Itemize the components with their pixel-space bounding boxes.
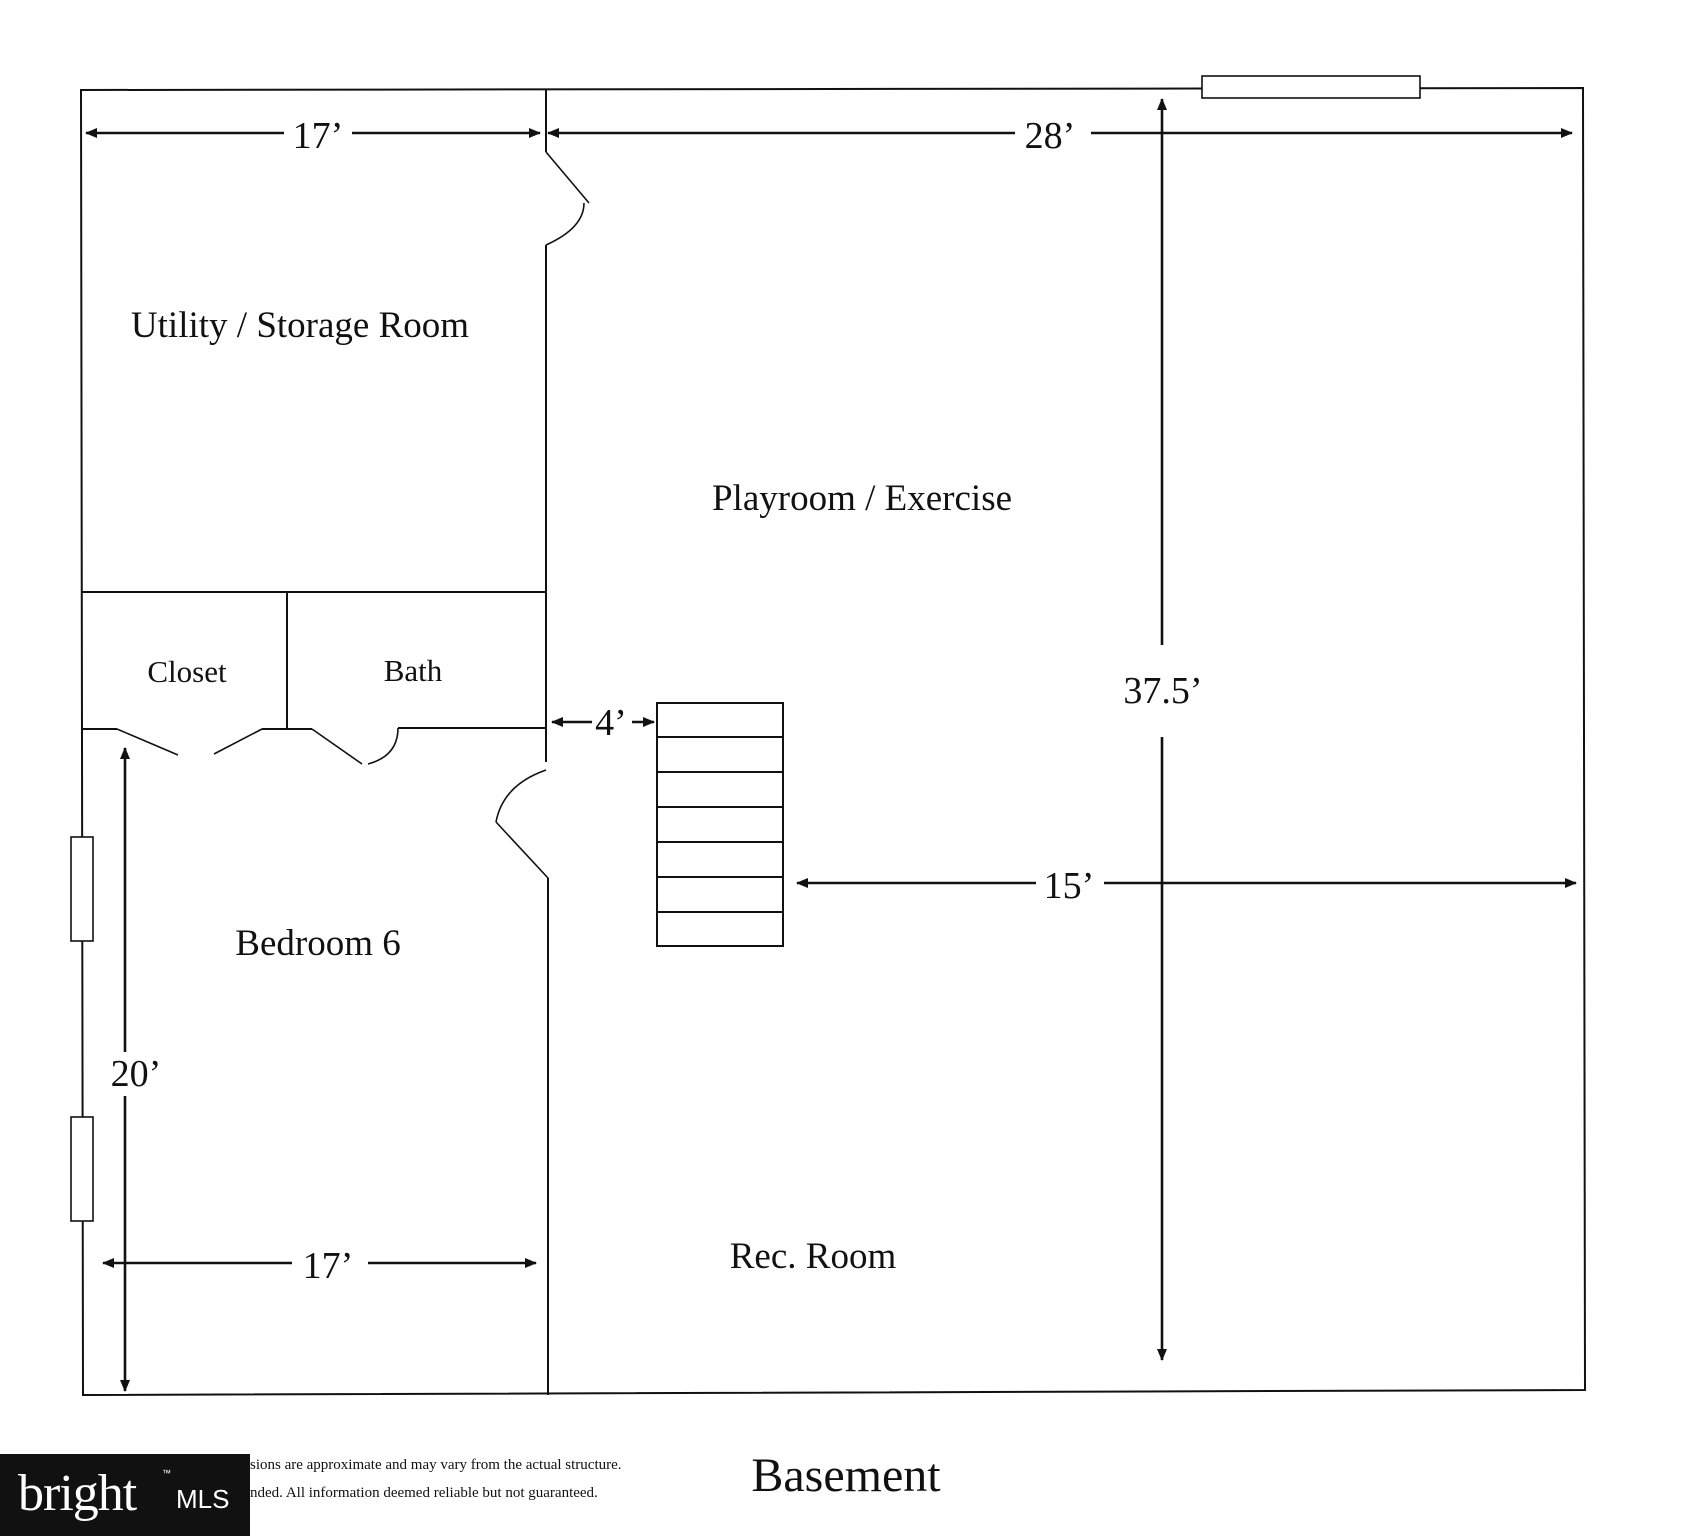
window-top (1201, 75, 1421, 99)
dim-playroom-width: 28’ (1025, 115, 1076, 157)
room-playroom: Playroom / Exercise (712, 478, 1012, 519)
doors (116, 151, 590, 879)
room-closet: Closet (147, 654, 227, 689)
dim-overall-depth: 37.5’ (1123, 670, 1202, 712)
room-rec: Rec. Room (730, 1236, 897, 1277)
dim-utility-width: 17’ (293, 115, 344, 157)
room-bedroom: Bedroom 6 (235, 923, 400, 964)
logo-wordmark: bright (18, 1465, 137, 1522)
dim-stair-gap: 4’ (595, 702, 627, 744)
interior-walls (81, 90, 549, 1395)
dimension-labels: 17’ 28’ 37.5’ 15’ 4’ 20’ 17’ (105, 112, 1211, 1287)
room-utility: Utility / Storage Room (131, 305, 469, 346)
disclaimer-line-2: nded. All information deemed reliable bu… (250, 1485, 598, 1501)
disclaimer-line-1: sions are approximate and may vary from … (250, 1457, 622, 1473)
exterior-walls (79, 86, 1587, 1397)
dim-rec-width: 15’ (1044, 865, 1095, 907)
window-left-upper (70, 836, 94, 942)
dimension-lines (85, 98, 1577, 1392)
dim-bedroom-depth: 20’ (111, 1053, 162, 1095)
logo-trademark: ™ (162, 1468, 171, 1478)
logo-mls: MLS (176, 1484, 230, 1514)
plan-title: Basement (751, 1449, 941, 1502)
room-labels: Utility / Storage Room Playroom / Exerci… (131, 305, 1012, 1277)
room-bath: Bath (384, 653, 443, 688)
dim-bedroom-width: 17’ (303, 1245, 354, 1287)
bright-mls-logo: bright ™ MLS (0, 1454, 250, 1536)
window-left-lower (70, 1116, 94, 1222)
staircase (656, 702, 784, 947)
